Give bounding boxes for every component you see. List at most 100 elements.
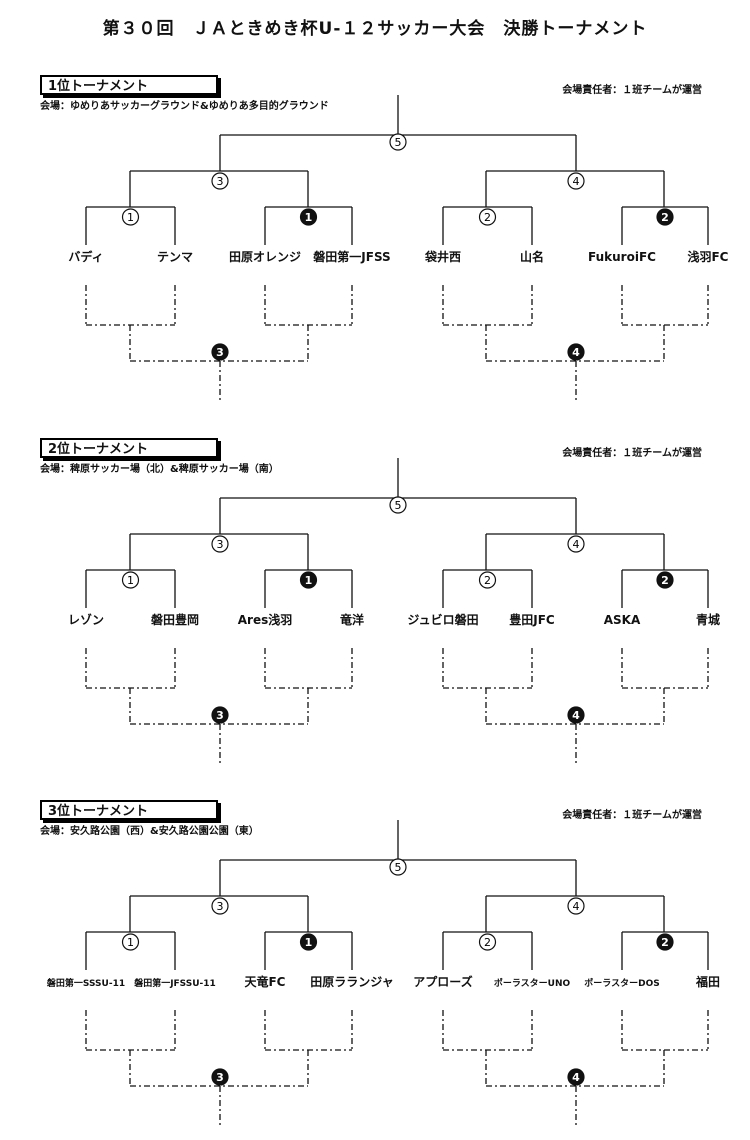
placement-match-number: 3 [211, 1068, 229, 1086]
venue-manager-label: 会場責任者：１班チームが運営 [562, 448, 702, 459]
team-name: ポーラスターUNO [494, 977, 571, 989]
round1-match-number: 2 [656, 208, 674, 226]
team-name: バディ [68, 249, 103, 264]
team-name: アプローズ [413, 974, 472, 989]
team-name: ASKA [604, 613, 641, 627]
semi-match-number-label: 3 [217, 900, 224, 913]
semi-match-number: 3 [211, 535, 229, 553]
section-heading: 3位トーナメント [40, 800, 218, 820]
tournament-section-1: 1位トーナメント会場：ゆめりあサッカーグラウンド&ゆめりあ多目的グラウンド 会場責… [0, 75, 750, 415]
round1-match-number-circle [656, 571, 674, 589]
semi-match-number-circle [211, 535, 229, 553]
venue-label: 会場：ゆめりあサッカーグラウンド&ゆめりあ多目的グラウンド [40, 101, 329, 112]
round1-match-number-circle [478, 933, 497, 951]
team-name: 磐田豊岡 [151, 612, 199, 627]
final-match-number: 5 [389, 496, 407, 514]
section-heading: 1位トーナメント [40, 75, 218, 95]
round1-match-number: 1 [121, 571, 140, 589]
round1-match-number-label: 2 [661, 574, 669, 587]
placement-match-number: 4 [567, 706, 585, 724]
semi-match-number-circle [567, 172, 585, 190]
round1-match-number: 2 [656, 933, 674, 951]
round1-match-number-label: 1 [127, 936, 134, 949]
round1-match-number: 2 [478, 933, 497, 951]
semi-match-number-label: 4 [573, 538, 580, 551]
placement-match-number-label: 3 [216, 346, 224, 359]
team-name: 福田 [695, 974, 720, 989]
semi-match-number-circle [567, 535, 585, 553]
round1-match-number-label: 2 [661, 936, 669, 949]
team-name: 磐田第一SSSU-11 [46, 977, 125, 989]
section-heading: 2位トーナメント [40, 438, 218, 458]
team-name: 天竜FC [244, 974, 285, 989]
round1-match-number-circle [121, 933, 140, 951]
team-name: ポーラスターDOS [584, 977, 659, 989]
round1-match-number-label: 2 [484, 936, 491, 949]
team-name: レゾン [68, 612, 104, 627]
round1-match-number-label: 2 [661, 211, 669, 224]
page-title: 第３０回 ＪＡときめき杯U-１２サッカー大会 決勝トーナメント [102, 19, 648, 39]
team-name: 山名 [520, 249, 544, 264]
tournament-section-2: 2位トーナメント会場：稗原サッカー場（北）&稗原サッカー場（南） 会場責任者：１班… [0, 438, 750, 778]
placement-match-number: 4 [567, 1068, 585, 1086]
venue-manager-label: 会場責任者：１班チームが運営 [562, 810, 702, 821]
team-name: 磐田第一JFSSU-11 [133, 977, 216, 989]
round1-match-number-circle [656, 208, 674, 226]
placement-match-number-circle [567, 1068, 585, 1086]
semi-match-number-circle [211, 897, 229, 915]
round1-match-number: 1 [299, 208, 318, 226]
semi-match-number: 3 [211, 172, 229, 190]
team-name: FukuroiFC [588, 250, 656, 264]
final-match-number-label: 5 [395, 499, 402, 512]
round1-match-number-circle [478, 208, 497, 226]
round1-match-number-label: 1 [305, 574, 313, 587]
semi-match-number-circle [211, 172, 229, 190]
venue-label: 会場：安久路公園（西）&安久路公園公園（東） [40, 826, 259, 837]
round1-match-number-label: 2 [484, 211, 491, 224]
round1-match-number-circle [299, 933, 318, 951]
round1-match-number-label: 1 [305, 211, 313, 224]
placement-match-number-label: 4 [572, 709, 580, 722]
semi-match-number: 4 [567, 535, 585, 553]
venue-label: 会場：稗原サッカー場（北）&稗原サッカー場（南） [40, 464, 279, 475]
team-name: 袋井西 [424, 249, 461, 264]
team-name: 豊田JFC [509, 612, 555, 627]
round1-match-number: 2 [656, 571, 674, 589]
final-match-number-label: 5 [395, 136, 402, 149]
placement-match-number-label: 4 [572, 1071, 580, 1084]
round1-match-number-circle [299, 571, 318, 589]
placement-match-number-circle [211, 1068, 229, 1086]
final-match-number: 5 [389, 858, 407, 876]
team-name: 田原オレンジ [229, 250, 301, 264]
placement-match-number-circle [567, 706, 585, 724]
team-name: 浅羽FC [687, 249, 728, 264]
round1-match-number-circle [656, 933, 674, 951]
round1-match-number-label: 1 [127, 211, 134, 224]
placement-match-number: 4 [567, 343, 585, 361]
team-name: ジュビロ磐田 [407, 612, 478, 627]
placement-match-number-circle [567, 343, 585, 361]
team-name: Ares浅羽 [238, 612, 293, 627]
round1-match-number-circle [121, 208, 140, 226]
round1-match-number-label: 1 [305, 936, 313, 949]
placement-match-number-label: 4 [572, 346, 580, 359]
placement-match-number: 3 [211, 706, 229, 724]
final-match-number-circle [389, 496, 407, 514]
semi-match-number-circle [567, 897, 585, 915]
semi-match-number: 4 [567, 172, 585, 190]
team-name: テンマ [157, 250, 193, 264]
placement-match-number-circle [211, 706, 229, 724]
round1-match-number: 2 [478, 571, 497, 589]
final-match-number-circle [389, 858, 407, 876]
round1-match-number: 2 [478, 208, 497, 226]
final-match-number-label: 5 [395, 861, 402, 874]
round1-match-number: 1 [121, 933, 140, 951]
semi-match-number-label: 3 [217, 538, 224, 551]
final-match-number: 5 [389, 133, 407, 151]
venue-manager-label: 会場責任者：１班チームが運営 [562, 85, 702, 96]
team-name: 竜洋 [340, 612, 364, 627]
round1-match-number-circle [478, 571, 497, 589]
